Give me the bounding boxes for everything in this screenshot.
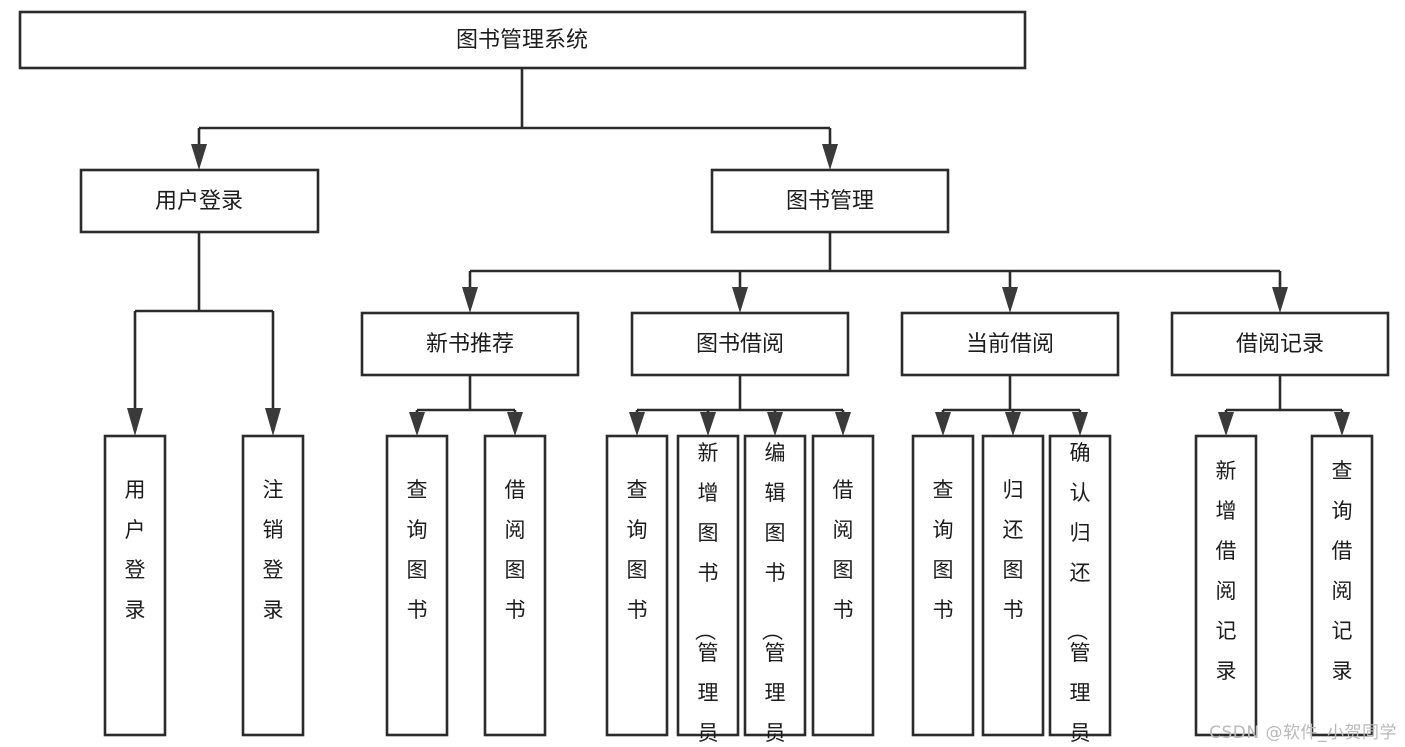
connector-group-current-borrow-to-leaves [935,375,1088,436]
node-user-login-label: 用户登录 [155,189,243,214]
node-book-borrow[interactable]: 图书借阅 [630,311,850,377]
leaf-node[interactable]: 确认归还（管理员） [1048,434,1112,747]
node-new-book-recommend-box[interactable] [360,311,580,377]
leaf-node[interactable]: 借阅图书 [483,434,547,737]
arrowhead-book-borrow [732,287,748,313]
leaf-label: 查询图书 [407,478,428,622]
leaf-label: 查询图书 [627,478,648,622]
leaf-box[interactable] [1310,434,1374,737]
arrowhead-current-borrow [1002,287,1018,313]
arrowhead-cb-leaf-3 [1072,412,1088,436]
node-book-borrow-label: 图书借阅 [696,332,784,357]
connector-group-root-to-level2 [191,68,838,170]
arrowhead-nb-leaf-2 [507,412,523,436]
connector-group-book-mgmt-to-level3 [462,232,1288,313]
leaf-node[interactable]: 查询图书 [385,434,449,737]
leaf-node[interactable]: 归还图书 [981,434,1045,737]
leaf-box[interactable] [981,434,1045,737]
node-book-management[interactable]: 图书管理 [710,168,950,234]
arrowhead-bb-leaf-2 [700,412,716,436]
arrowhead-leaf-user-login [127,408,143,436]
arrowhead-cb-leaf-2 [1005,412,1021,436]
leaf-label: 借阅图书 [833,478,854,622]
leaf-node[interactable]: 编辑图书（管理员） [743,434,807,747]
node-current-borrow-label: 当前借阅 [966,332,1054,357]
node-root-label: 图书管理系统 [456,28,588,53]
leaf-node[interactable]: 新增图书（管理员） [676,434,740,747]
leaf-box[interactable] [676,434,740,737]
leaf-box[interactable] [483,434,547,737]
leaf-label: 新增借阅记录 [1216,459,1237,683]
leaf-label: 借阅图书 [505,478,526,622]
arrowhead-new-book [462,287,478,313]
leaf-box[interactable] [1048,434,1112,737]
leaf-box[interactable] [811,434,875,737]
node-book-management-label: 图书管理 [786,189,874,214]
leaf-label: 新增图书（管理员） [693,441,719,747]
arrowhead-cb-leaf-1 [935,412,951,436]
node-user-login[interactable]: 用户登录 [79,168,320,234]
leaf-node[interactable]: 注销登录 [241,434,305,737]
arrowhead-user-login [191,144,207,170]
node-root[interactable]: 图书管理系统 [18,10,1027,70]
leaf-box[interactable] [103,434,167,737]
node-borrow-record-box[interactable] [1170,311,1390,377]
leaf-box[interactable] [911,434,975,737]
node-new-book-recommend-label: 新书推荐 [426,332,514,357]
leaf-node[interactable]: 查询图书 [605,434,669,737]
leaf-label: 归还图书 [1003,478,1024,622]
arrowhead-br-leaf-1 [1218,412,1234,436]
node-borrow-record-label: 借阅记录 [1236,332,1324,357]
leaf-box[interactable] [241,434,305,737]
leaf-box[interactable] [1194,434,1258,737]
leaf-box[interactable] [743,434,807,737]
leaf-node[interactable]: 借阅图书 [811,434,875,737]
leaf-node[interactable]: 查询借阅记录 [1310,434,1374,737]
arrowhead-leaf-logout [265,408,281,436]
arrowhead-bb-leaf-1 [629,412,645,436]
node-book-management-box[interactable] [710,168,950,234]
leaf-box[interactable] [605,434,669,737]
connector-group-book-borrow-to-leaves [629,375,851,436]
node-root-box[interactable] [18,10,1027,70]
connector-group-borrow-record-to-leaves [1218,375,1350,436]
leaf-label: 用户登录 [125,478,146,622]
node-user-login-box[interactable] [79,168,320,234]
leaf-node[interactable]: 新增借阅记录 [1194,434,1258,737]
leaf-label: 确认归还（管理员） [1065,441,1091,747]
arrowhead-borrow-record [1272,287,1288,313]
leaf-label: 查询借阅记录 [1332,459,1353,683]
leaf-label: 编辑图书（管理员） [760,441,786,747]
leaf-box[interactable] [385,434,449,737]
connector-group-new-book-to-leaves [409,375,523,436]
node-book-borrow-box[interactable] [630,311,850,377]
arrowhead-bb-leaf-4 [835,412,851,436]
arrowhead-nb-leaf-1 [409,412,425,436]
leaf-node[interactable]: 用户登录 [103,434,167,737]
arrowhead-book-mgmt [822,144,838,170]
node-borrow-record[interactable]: 借阅记录 [1170,311,1390,377]
leaf-label: 查询图书 [933,478,954,622]
arrowhead-bb-leaf-3 [767,412,783,436]
node-current-borrow[interactable]: 当前借阅 [900,311,1120,377]
node-current-borrow-box[interactable] [900,311,1120,377]
node-new-book-recommend[interactable]: 新书推荐 [360,311,580,377]
arrowhead-br-leaf-2 [1334,412,1350,436]
leaf-label: 注销登录 [263,478,284,622]
leaf-node[interactable]: 查询图书 [911,434,975,737]
connector-group-user-login-to-leaves [127,232,281,436]
